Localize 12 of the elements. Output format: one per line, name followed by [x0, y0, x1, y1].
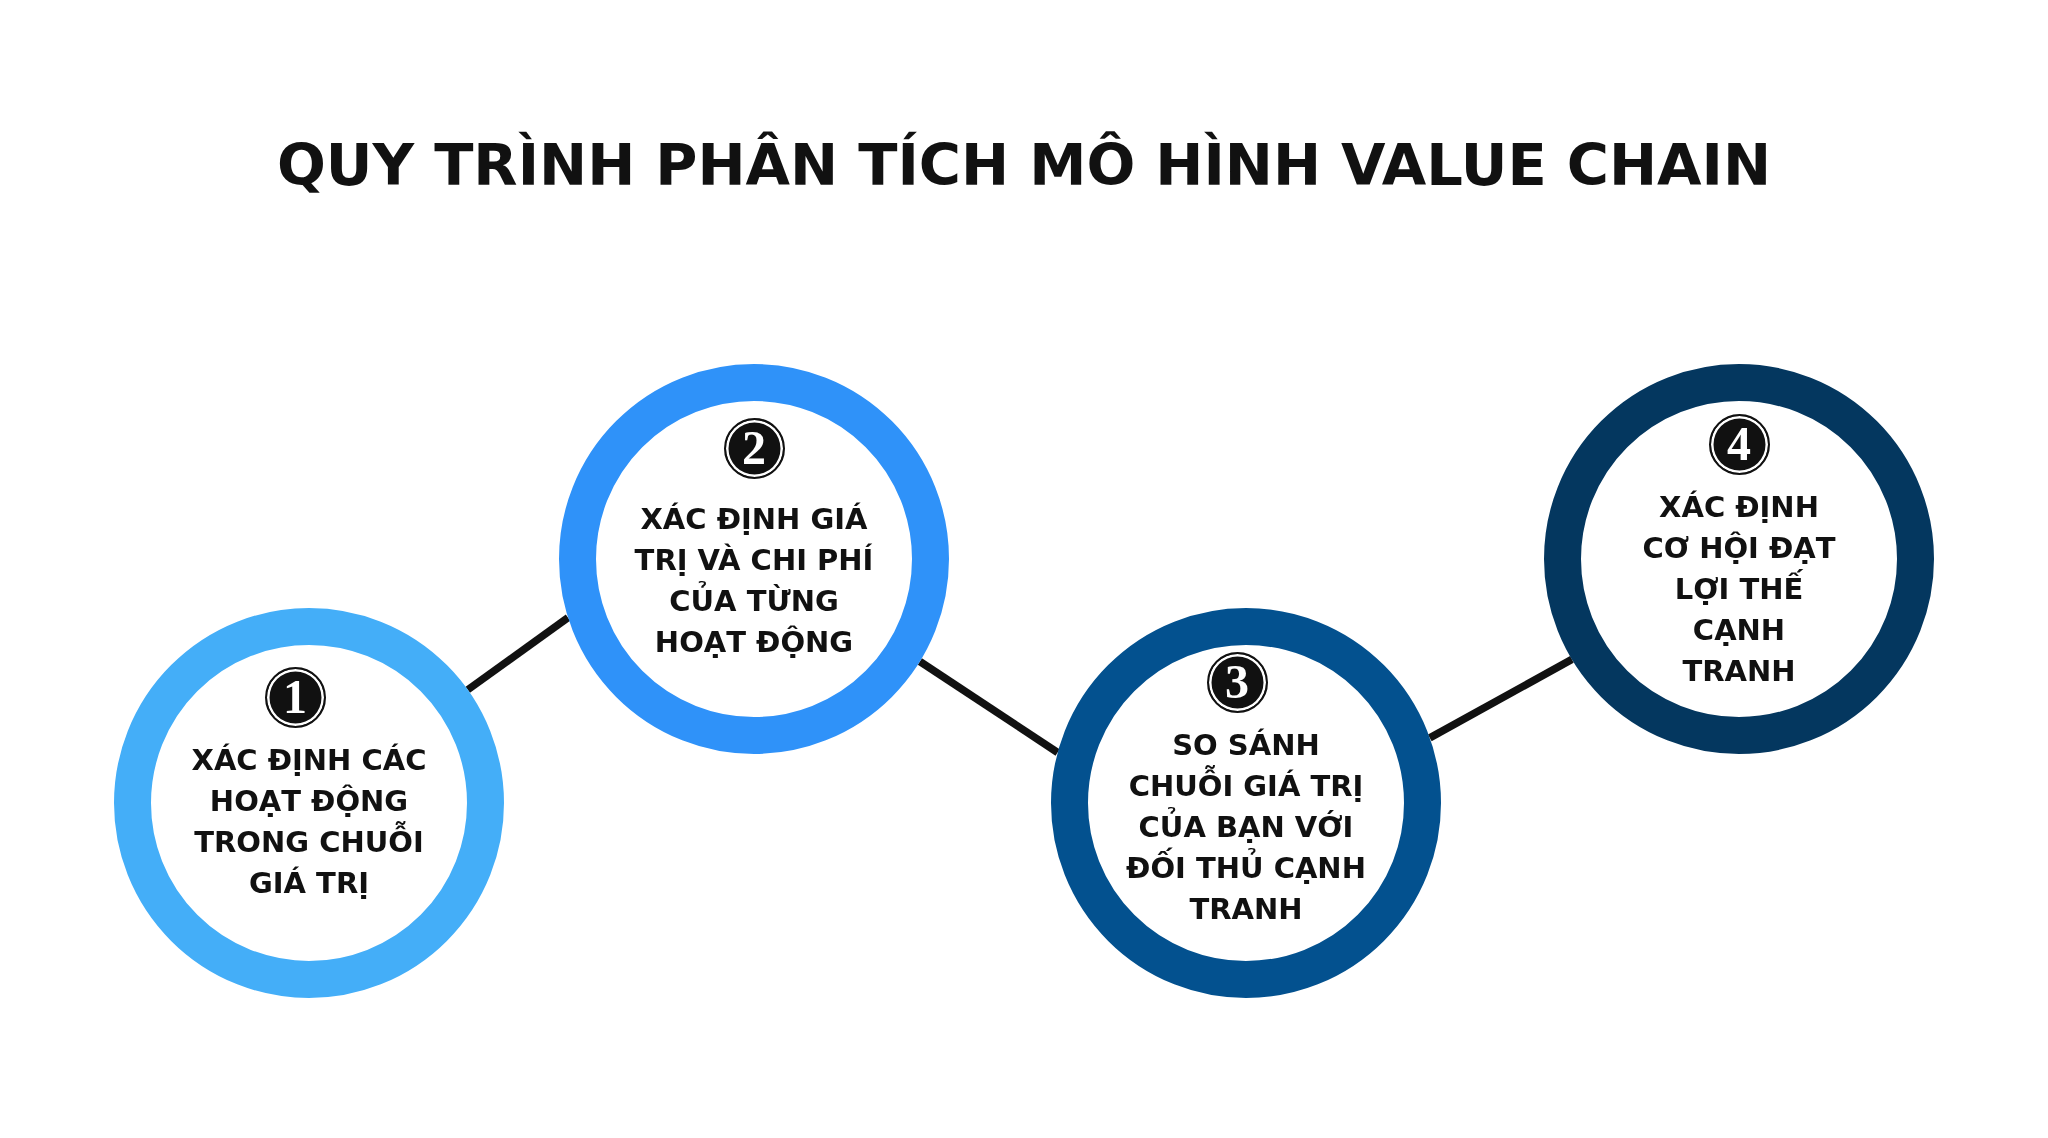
diagram-title: QUY TRÌNH PHÂN TÍCH MÔ HÌNH VALUE CHAIN: [276, 131, 1772, 201]
step-number: 3: [1206, 651, 1268, 713]
connector-line: [917, 658, 1060, 756]
step-number: 2: [723, 417, 785, 479]
connector-line: [465, 614, 571, 693]
step-number: 1: [264, 666, 326, 728]
step-title: XÁC ĐỊNH CÁC HOẠT ĐỘNG TRONG CHUỖI GIÁ TRỊ: [190, 742, 428, 902]
step-number: 4: [1708, 413, 1770, 475]
step-title: XÁC ĐỊNH CƠ HỘI ĐẠT LỢI THẾ CẠNH TRANH: [1641, 488, 1837, 690]
step-title: XÁC ĐỊNH GIÁ TRỊ VÀ CHI PHÍ CỦA TỪNG HOẠT ĐỘNG: [633, 501, 875, 661]
connector-line: [1428, 656, 1574, 742]
step-title: SO SÁNH CHUỖI GIÁ TRỊ CỦA BẠN VỚI ĐỐI THỦ CẠNH TRANH: [1125, 726, 1367, 928]
